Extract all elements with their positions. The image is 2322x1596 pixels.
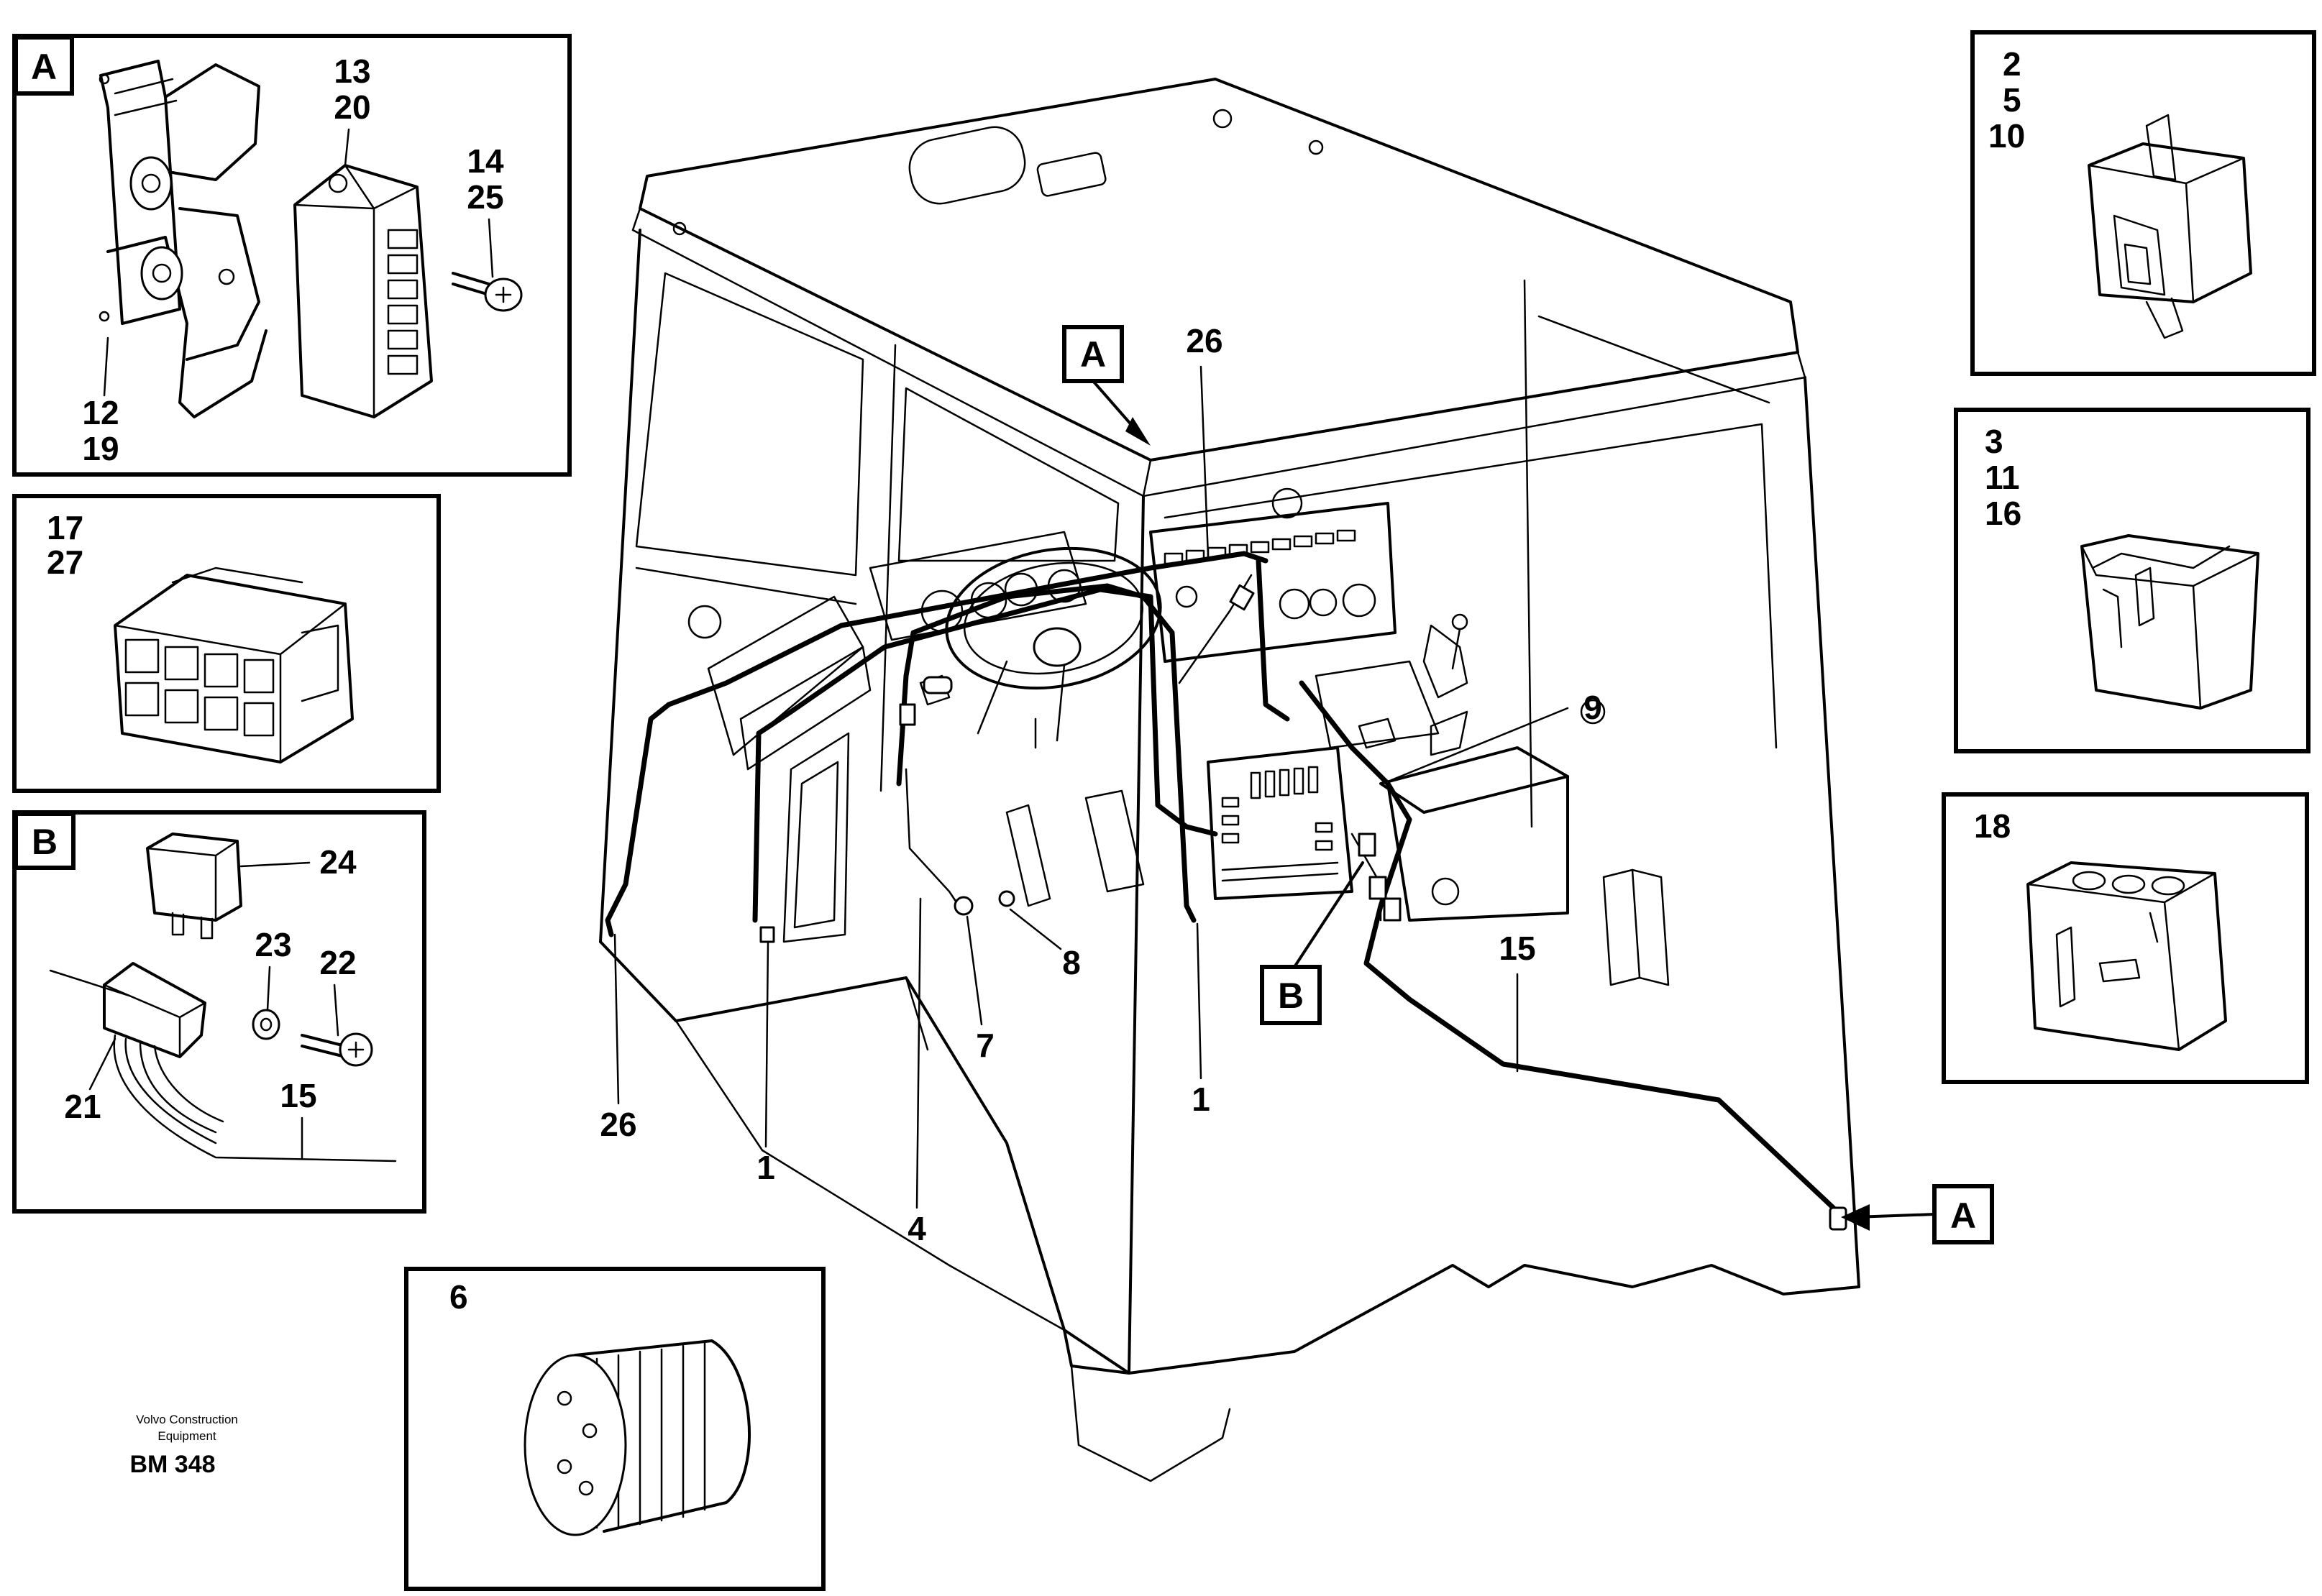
inset-2-5-10-label-2: 2 (2003, 45, 2021, 83)
footer-line1: Volvo Construction (136, 1413, 238, 1426)
inset-a-tag: A (31, 47, 57, 87)
inset-b-label-15: 15 (280, 1077, 316, 1114)
footer-code: BM 348 (129, 1451, 215, 1478)
inset-6-label: 6 (449, 1278, 468, 1316)
callout-7: 7 (976, 1027, 995, 1064)
inset-17-27: 17 27 (12, 494, 441, 793)
inset-b-label-23: 23 (255, 926, 291, 963)
inset-18: 18 (1942, 792, 2309, 1084)
tag-a-top-text: A (1080, 334, 1106, 375)
callout-26-left: 26 (600, 1106, 636, 1143)
inset-a-label-25: 25 (467, 178, 503, 216)
inset-b-label-21: 21 (64, 1088, 101, 1125)
inset-3-11-16-label-3: 3 (1985, 423, 2003, 460)
inset-3-11-16-label-16: 16 (1985, 495, 2021, 532)
callout-8: 8 (1062, 944, 1081, 981)
tag-b-main-text: B (1278, 976, 1304, 1016)
inset-a-label-19: 19 (82, 430, 119, 467)
tag-b-main (1260, 965, 1322, 1025)
inset-17-27-label-17: 17 (47, 509, 83, 546)
harness-connectors (759, 584, 1847, 1231)
inset-2-5-10-label-5: 5 (2003, 81, 2021, 119)
callout-9: 9 (1583, 689, 1602, 726)
inset-a-label-13: 13 (334, 52, 370, 90)
inset-b-label-22: 22 (319, 944, 356, 981)
inset-b: B 24 23 22 21 15 (12, 810, 426, 1214)
inset-6: 6 (404, 1267, 826, 1591)
callout-1-left: 1 (757, 1149, 775, 1186)
inset-3-11-16: 3 11 16 (1954, 408, 2310, 753)
cab-body (599, 78, 1860, 1482)
inset-2-5-10-label-10: 10 (1988, 117, 2025, 155)
callout-26-top: 26 (1186, 322, 1222, 359)
inset-b-tag: B (32, 822, 58, 862)
inset-a-label-14: 14 (467, 142, 504, 180)
tag-a-right-text: A (1950, 1196, 1976, 1236)
callout-15-main: 15 (1499, 930, 1535, 967)
footer-line2: Equipment (157, 1429, 216, 1443)
inset-a: A 13 20 14 25 12 19 (12, 34, 572, 477)
callout-4: 4 (908, 1210, 926, 1247)
main-callouts: A 26 9 B 15 A 8 7 1 26 1 4 (600, 322, 1994, 1247)
inset-2-5-10: 2 5 10 (1970, 30, 2316, 376)
callout-1-right: 1 (1192, 1081, 1210, 1118)
inset-18-label: 18 (1974, 807, 2011, 845)
inset-3-11-16-label-11: 11 (1985, 459, 2020, 496)
inset-b-label-24: 24 (319, 843, 357, 881)
inset-a-label-12: 12 (82, 394, 119, 431)
inset-17-27-label-27: 27 (47, 544, 83, 581)
footer: Volvo Construction Equipment BM 348 (129, 1413, 237, 1478)
tag-a-top (1062, 325, 1124, 383)
inset-a-label-20: 20 (334, 88, 370, 126)
